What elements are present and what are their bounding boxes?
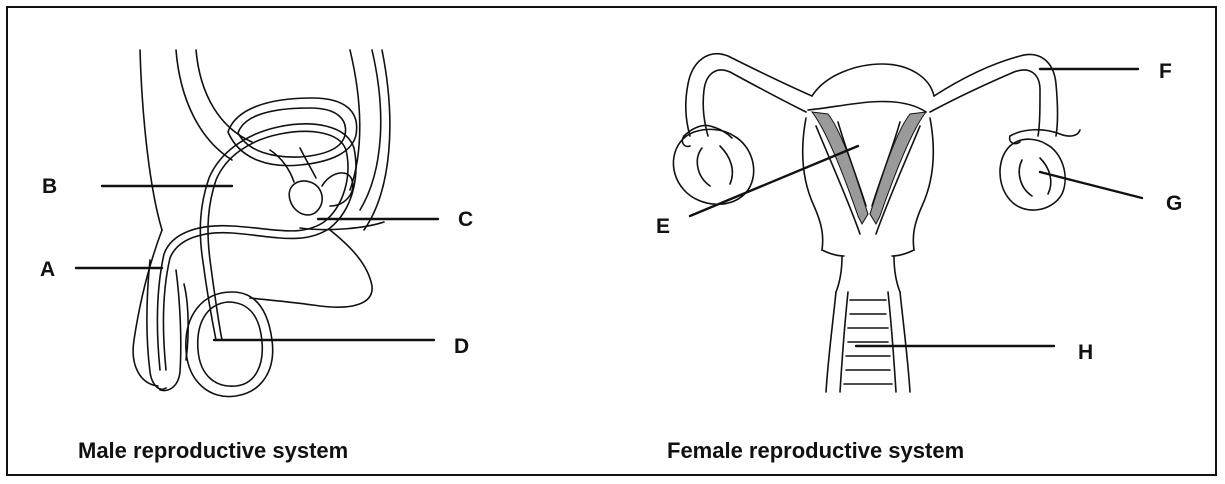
label-g: G (1166, 193, 1182, 214)
male-leader-lines (76, 186, 438, 340)
uterine-lining-shading (812, 112, 926, 224)
female-leader-lines (690, 69, 1142, 346)
label-f: F (1159, 61, 1172, 82)
label-d: D (454, 336, 469, 357)
leader-line-e (690, 146, 858, 216)
label-e: E (656, 216, 670, 237)
label-b: B (42, 176, 57, 197)
label-c: C (458, 209, 473, 230)
female-caption: Female reproductive system (667, 440, 964, 462)
male-anatomy-drawing (133, 50, 390, 397)
label-h: H (1078, 342, 1093, 363)
male-caption: Male reproductive system (78, 440, 348, 462)
label-a: A (40, 259, 55, 280)
leader-line-g (1040, 172, 1142, 198)
